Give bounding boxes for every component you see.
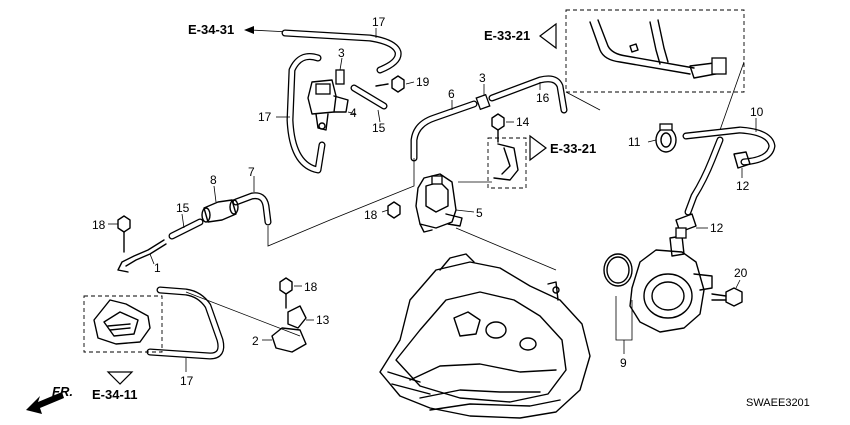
bolt-18-mid — [381, 201, 401, 219]
label-17-top: 17 — [372, 15, 386, 29]
bolt-19 — [375, 75, 415, 93]
clip-13 — [287, 305, 314, 329]
label-16: 16 — [536, 91, 550, 105]
front-direction-arrow-icon — [26, 392, 64, 414]
arrow-left-icon — [244, 26, 254, 34]
hose-15-top — [350, 84, 388, 123]
bracket-2 — [262, 327, 307, 353]
hose-7 — [232, 176, 272, 226]
solenoid-valve-4 — [307, 79, 357, 131]
hose-15-left — [168, 213, 204, 240]
o-ring — [603, 253, 633, 287]
bolt-20 — [711, 279, 743, 307]
filter-8 — [201, 185, 239, 223]
arrow-down-outline-icon — [106, 371, 134, 385]
joint-3-mid — [475, 84, 491, 111]
label-10: 10 — [750, 105, 764, 119]
label-5: 5 — [476, 206, 483, 220]
label-18-left: 18 — [92, 218, 106, 232]
label-20: 20 — [734, 266, 748, 280]
label-15-left: 15 — [176, 201, 190, 215]
label-12-upper: 12 — [736, 179, 750, 193]
label-2: 2 — [252, 334, 259, 348]
label-18-bottom: 18 — [304, 280, 318, 294]
ref-e-33-21-top: E-33-21 — [484, 28, 530, 43]
hose-17-top — [244, 26, 402, 74]
label-11: 11 — [628, 135, 641, 149]
joint-3-top — [335, 57, 345, 85]
ref-e-33-21-mid: E-33-21 — [550, 141, 596, 156]
label-19: 19 — [416, 75, 430, 89]
hose-6 — [410, 100, 478, 162]
ref-e-34-11: E-34-11 — [92, 387, 138, 402]
label-12-lower: 12 — [710, 221, 724, 235]
vacuum-pump-9 — [615, 227, 713, 354]
reference-box-upper-right — [565, 9, 745, 93]
label-4: 4 — [350, 106, 357, 120]
clamp-11 — [647, 123, 677, 153]
reference-box-bracket — [487, 137, 527, 189]
label-17-left: 17 — [258, 110, 272, 124]
label-1: 1 — [154, 261, 161, 275]
reference-box-boot — [83, 295, 163, 353]
arrow-left-outline-icon — [539, 22, 557, 50]
label-9: 9 — [620, 356, 627, 370]
bolt-18-left — [108, 215, 131, 253]
bolt-14 — [491, 113, 514, 143]
hose-16 — [488, 75, 568, 114]
label-6: 6 — [448, 87, 455, 101]
pipe-1 — [117, 239, 167, 273]
label-15-top: 15 — [372, 121, 386, 135]
label-3-mid: 3 — [479, 71, 486, 85]
hose-10 — [682, 118, 776, 216]
label-3-top: 3 — [338, 46, 345, 60]
arrow-right-outline-icon — [529, 134, 547, 162]
bracket-5 — [415, 173, 475, 233]
diagram-code: SWAEE3201 — [746, 397, 810, 409]
guide-line-center — [267, 158, 557, 271]
label-14: 14 — [516, 115, 530, 129]
label-17-bottom: 17 — [180, 374, 194, 388]
label-8: 8 — [210, 173, 217, 187]
bolt-18-bottom — [279, 277, 302, 309]
front-label: FR. — [52, 384, 73, 399]
ref-e-34-31: E-34-31 — [188, 22, 234, 37]
engine-block-outline — [379, 253, 591, 419]
hose-17-left-loop — [276, 53, 326, 174]
clip-12-upper — [733, 151, 751, 178]
label-7: 7 — [248, 165, 255, 179]
label-18-mid: 18 — [364, 208, 378, 222]
label-13: 13 — [316, 313, 330, 327]
